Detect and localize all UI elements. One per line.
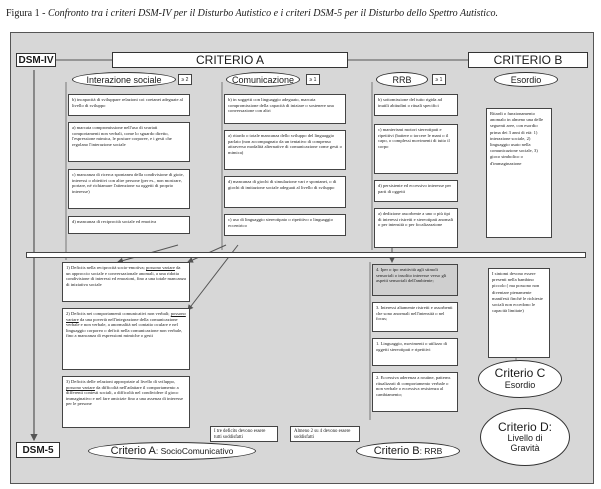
dsm5-social-3: 3) Deficits delle relazioni appropriate …: [62, 376, 190, 428]
note-rrb: Almeno 2 su 4 devono essere soddisfatti: [290, 426, 360, 442]
dsm4-esordio-box: Ritardi o funzionamento anomalo in almen…: [486, 108, 552, 238]
dsm4-label: DSM-IV: [16, 53, 56, 67]
dsm5-rrb-4: 4. Iper o ipo reattività agli stimoli se…: [372, 264, 458, 296]
criterio-b-rrb-pill: Criterio B: RRB: [356, 442, 460, 460]
dsm4-comm-a: a) ritardo o totale mancanza dello svilu…: [224, 130, 346, 170]
criterio-c-title: Criterio C: [494, 366, 546, 381]
criterio-a-header: CRITERIO A: [112, 52, 348, 68]
interazione-sociale-pill: Interazione sociale: [72, 72, 176, 87]
dsm4-rrb-b: b) sottomissione del tutto rigida ad inu…: [374, 94, 458, 116]
dsm4-comm-b: b) in soggetti con linguaggio adeguato, …: [224, 94, 346, 124]
interazione-badge: ≥ 2: [178, 74, 192, 85]
criterio-b-prefix: Criterio B: [373, 445, 420, 457]
criterio-c-ellipse: Criterio C Esordio: [478, 360, 562, 398]
caption-text: - Confronto tra i criteri DSM-IV per il …: [42, 8, 499, 19]
rrb-badge: ≥ 1: [432, 74, 446, 85]
figure-caption: Figura 1 - Confronto tra i criteri DSM-I…: [6, 8, 601, 19]
criterio-b-header: CRITERIO B: [468, 52, 588, 68]
dsm4-rrb-d: d) persistente ed eccessivo interesse pe…: [374, 180, 458, 202]
criterio-b-suffix: : RRB: [419, 446, 443, 456]
divider-bar: [26, 252, 586, 258]
dsm5-rrb-3: 3. Interessi altamente ristretti e assor…: [372, 302, 458, 332]
comunicazione-badge: ≥ 1: [306, 74, 320, 85]
comunicazione-pill: Comunicazione: [226, 72, 300, 87]
dsm4-social-a: a) marcata compromissione nell'uso di sv…: [68, 122, 190, 162]
caption-prefix: Figura 1: [6, 8, 40, 19]
esordio-pill: Esordio: [494, 72, 558, 87]
rrb-pill: RRB: [376, 72, 428, 87]
dsm4-comm-c: c) uso di linguaggio stereotipato o ripe…: [224, 214, 346, 236]
criterio-d-sub2: Gravità: [510, 442, 540, 453]
dsm4-rrb-a: a) dedizione assorbente a uno o più tipi…: [374, 208, 458, 248]
criterio-c-sub: Esordio: [504, 379, 536, 390]
criterio-a-suffix: : SocioComunicativo: [155, 446, 234, 456]
dsm5-criterio-c-box: I sintomi devono essere presenti nella b…: [488, 268, 550, 358]
dsm4-social-d: d) mancanza di reciprocità sociale ed em…: [68, 216, 190, 234]
dsm5-label: DSM-5: [16, 442, 60, 458]
dsm4-social-c: c) mancanza di ricerca spontanea della c…: [68, 169, 190, 209]
criterio-d-ellipse: Criterio D: Livello di Gravità: [480, 408, 570, 466]
dsm5-rrb-1: 1. Linguaggio, movimenti o utilizzo di o…: [372, 338, 458, 366]
criterio-d-title-line: Criterio D:: [497, 419, 552, 434]
dsm4-social-b: b) incapacità di sviluppare relazioni co…: [68, 94, 190, 116]
dsm5-rrb-2: 2. Eccessiva aderenza a routine, pattern…: [372, 372, 458, 412]
dsm4-rrb-c: c) manierismi motori stereotipati e ripe…: [374, 124, 458, 174]
criterio-d-sub1: Livello di: [507, 432, 543, 443]
criterio-a-prefix: Criterio A: [110, 445, 156, 457]
criterio-a-socio-pill: Criterio A: SocioComunicativo: [88, 442, 256, 460]
dsm5-social-1: 1) Deficits nella reciprocità socio-emot…: [62, 262, 190, 302]
note-social: I tre deficits devono essere tutti soddi…: [210, 426, 278, 442]
dsm4-comm-d: d) mancanza di giochi di simulazione var…: [224, 176, 346, 208]
dsm5-social-2: 2) Deficits nei comportamenti comunicati…: [62, 308, 190, 370]
